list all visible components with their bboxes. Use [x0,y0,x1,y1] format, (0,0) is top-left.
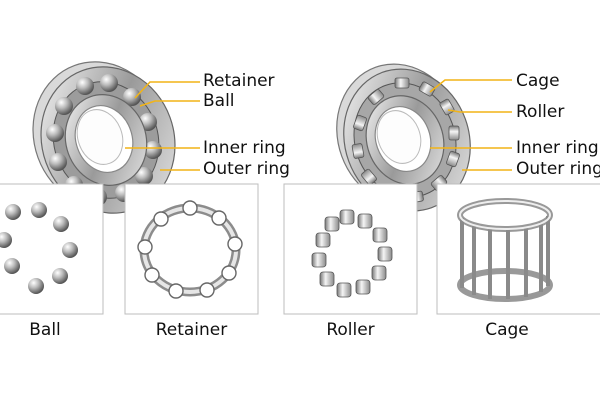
roller-bearing-leader-lines [429,79,512,171]
label-retainer: Retainer [203,71,275,91]
retainer-illustration [137,200,243,299]
cage-illustration [457,198,553,302]
label-outer-ring-roller: Outer ring [516,159,600,179]
caption-ball: Ball [29,320,61,340]
ball-bearing-illustration [32,61,176,214]
ball-panel [0,183,104,315]
caption-retainer: Retainer [155,320,228,340]
loose-balls-illustration [0,202,78,294]
label-cage: Cage [516,71,560,91]
label-ball: Ball [203,91,235,111]
roller-bearing-illustration [336,63,471,212]
caption-roller: Roller [326,320,375,340]
label-inner-ring-ball: Inner ring [203,138,286,158]
label-outer-ring-ball: Outer ring [203,159,290,179]
caption-cage: Cage [485,320,529,340]
loose-rollers-illustration [311,209,393,298]
ball-bearing-leader-lines [125,81,200,171]
label-roller: Roller [516,102,565,122]
label-inner-ring-roller: Inner ring [516,138,599,158]
